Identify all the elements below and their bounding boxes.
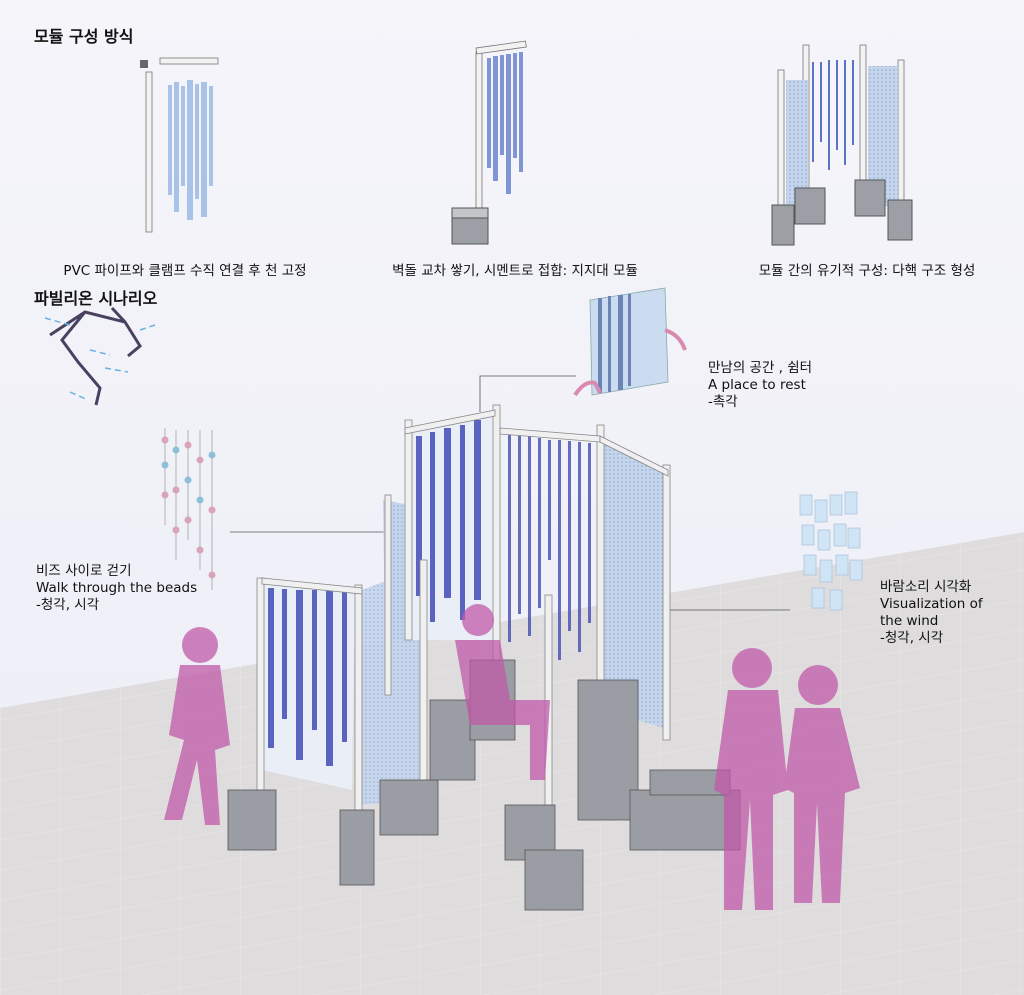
section-title-module: 모듈 구성 방식 [34,27,134,46]
module-pvc-fabric [140,57,219,233]
caption-pvc-module: PVC 파이프와 클램프 수직 연결 후 천 고정 [63,263,307,279]
annotation-line: the wind [880,613,939,629]
annotation-wind: 바람소리 시각화 Visualization of the wind -청각, … [880,579,983,647]
annotation-line: -촉각 [708,394,738,410]
person-standing-2 [784,665,860,903]
annotation-line: A place to rest [708,377,806,393]
section-title-scenario: 파빌리온 시나리오 [34,289,158,308]
module-brick-support [451,40,527,245]
person-walking [164,627,230,825]
caption-multi-core: 모듈 간의 유기적 구성: 다핵 구조 형성 [758,263,976,279]
scenario-plan-diagram [44,306,156,406]
pavilion [227,404,741,911]
annotation-line: 비즈 사이로 걷기 [36,563,132,579]
annotation-beads: 비즈 사이로 걷기 Walk through the beads -청각, 시각 [36,563,197,614]
wind-fabric-detail [799,491,863,611]
bead-strands [161,428,216,590]
annotation-line: -청각, 시각 [880,630,944,646]
annotation-line: -청각, 시각 [36,597,100,613]
annotation-line: Visualization of [880,596,983,612]
person-sitting [455,604,550,780]
module-multi-core [771,44,913,246]
fabric-touch-detail [573,287,687,397]
annotation-line: Walk through the beads [36,580,198,596]
annotation-rest-space: 만남의 공간 , 쉼터 A place to rest -촉각 [708,360,812,411]
annotation-line: 바람소리 시각화 [880,579,972,595]
annotation-line: 만남의 공간 , 쉼터 [708,360,813,376]
caption-brick-module: 벽돌 교차 쌓기, 시멘트로 접합: 지지대 모듈 [392,263,638,279]
people-silhouettes [164,604,860,910]
person-standing-1 [714,648,788,910]
